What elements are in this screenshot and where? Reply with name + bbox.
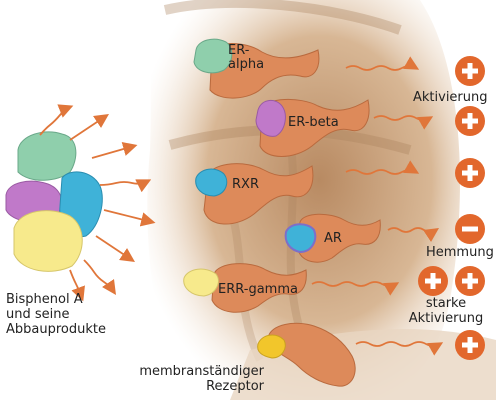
er-beta-label: ER-beta <box>288 115 339 130</box>
green-molecule <box>17 131 77 181</box>
membrane-ligand <box>257 334 286 359</box>
er-alpha-label: ER- alpha <box>228 44 264 72</box>
plus-icon <box>455 330 485 360</box>
plus-icon <box>455 106 485 136</box>
membrane-receptor-label: membranständiger Rezeptor <box>134 364 264 394</box>
plus-icon <box>455 266 485 296</box>
plus-icon <box>455 56 485 86</box>
source-label-line3: Abbauprodukte <box>6 322 106 337</box>
minus-icon <box>455 214 485 244</box>
er-beta-ligand <box>255 100 286 137</box>
er-alpha-label-line1: ER- <box>228 43 250 58</box>
rxr-label: RXR <box>232 177 259 192</box>
membrane-receptor-line2: Rezeptor <box>206 379 264 394</box>
strong-activation-label: starke Aktivierung <box>398 296 494 326</box>
receptor-membrane <box>257 322 356 387</box>
receptor-ar <box>284 213 381 263</box>
plus-icon <box>455 158 485 188</box>
yellow-molecule <box>13 210 83 272</box>
activation-label: Aktivierung <box>413 90 488 105</box>
er-alpha-ligand <box>193 38 233 74</box>
er-alpha-label-line2: alpha <box>228 57 265 72</box>
rxr-ligand <box>195 168 228 197</box>
inhibition-label: Hemmung <box>426 245 494 260</box>
emission-arrows <box>39 104 156 302</box>
source-label-line1: Bisphenol A <box>6 292 83 307</box>
receptor-err-gamma <box>183 263 307 313</box>
receptor-er-alpha <box>193 38 320 99</box>
source-label: Bisphenol A und seine Abbauprodukte <box>6 292 106 337</box>
membrane-receptor-line1: membranständiger <box>139 364 264 379</box>
strong-activation-line2: Aktivierung <box>408 311 484 326</box>
effect-arrows <box>311 56 444 356</box>
ar-ligand <box>284 223 317 254</box>
ar-label: AR <box>324 231 342 246</box>
receptor-rxr <box>195 163 314 225</box>
strong-activation-line1: starke <box>425 296 467 311</box>
err-gamma-ligand <box>183 268 219 297</box>
receptor-er-beta <box>255 98 370 157</box>
source-label-line2: und seine <box>6 307 70 322</box>
bisphenol-molecules <box>5 131 103 272</box>
err-gamma-label: ERR-gamma <box>218 282 298 297</box>
plus-icon <box>418 266 448 296</box>
